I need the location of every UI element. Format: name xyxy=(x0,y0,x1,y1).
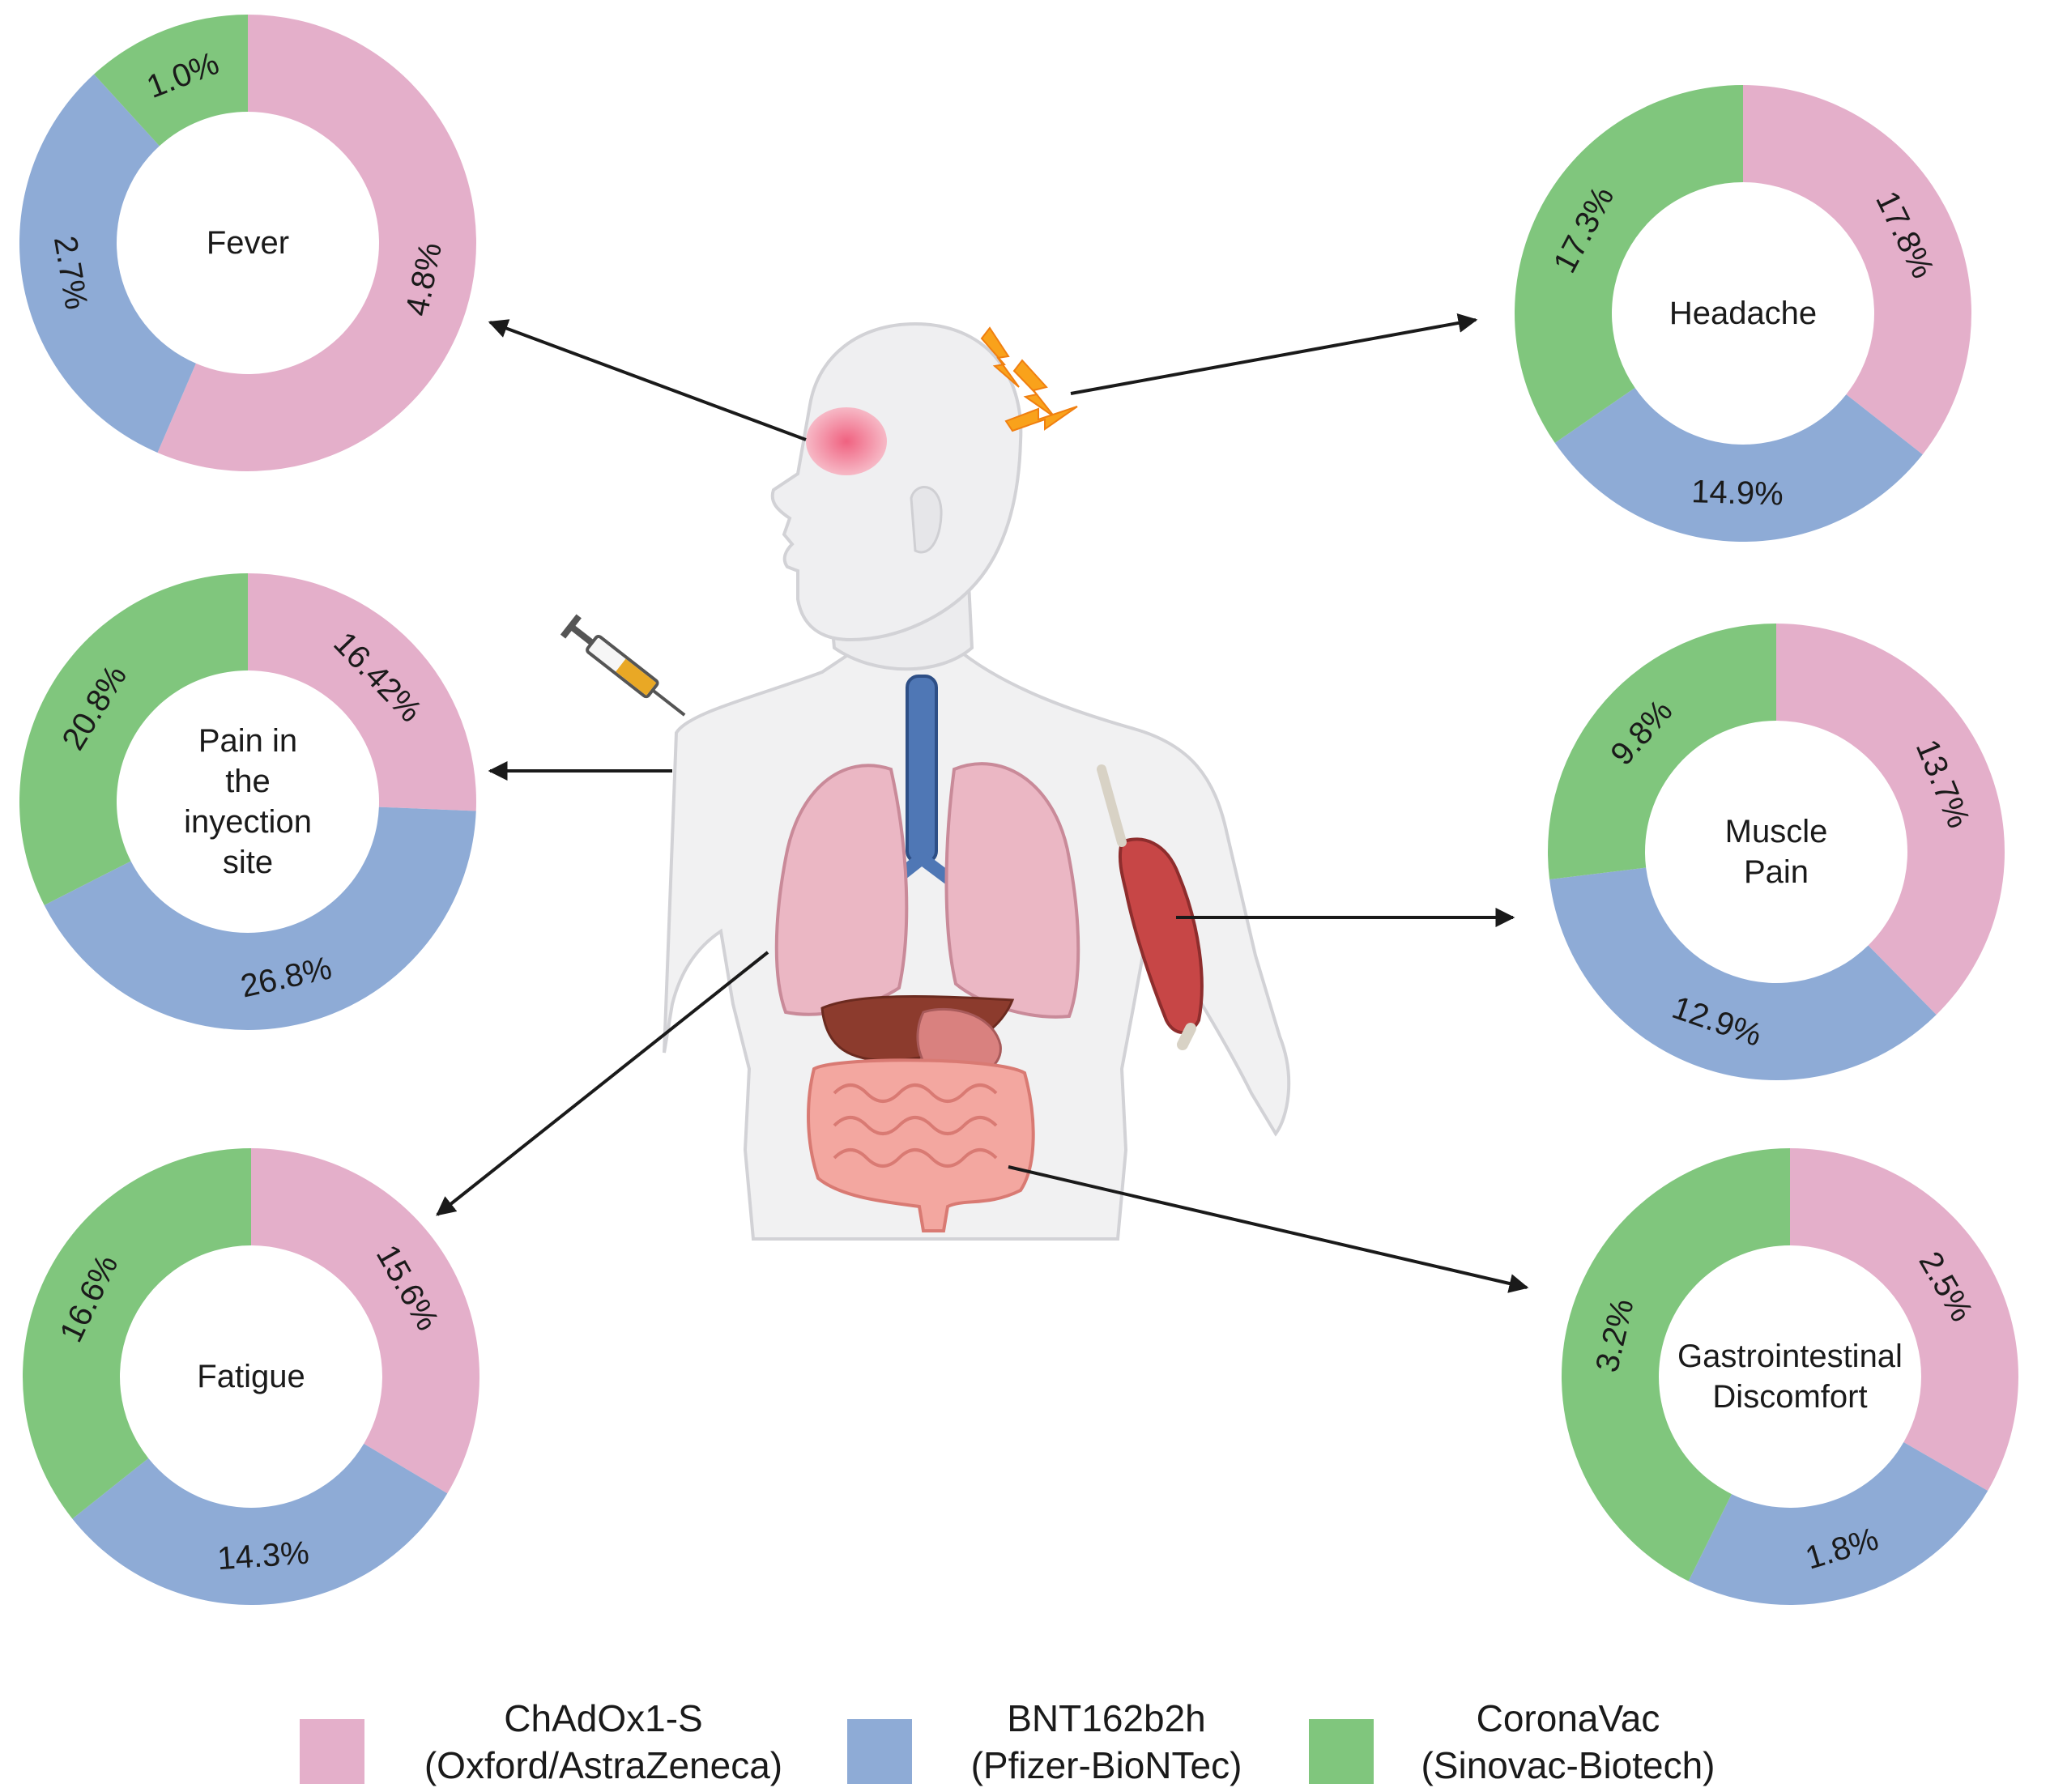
muscle-icon xyxy=(1097,764,1204,1050)
donut-slice-coronavac xyxy=(1561,1148,1790,1581)
legend-swatch-chadox xyxy=(300,1719,364,1784)
intestine-folds xyxy=(833,1083,998,1168)
donut-fever: 4.8%2.7%1.0%Fever xyxy=(19,15,477,471)
lightning-icon xyxy=(980,326,1078,432)
legend-label-bnt-name: BNT162b2h xyxy=(1007,1697,1206,1739)
legend-label-chadox-name: ChAdOx1-S xyxy=(504,1697,703,1739)
donut-slice-bnt xyxy=(44,807,476,1030)
donut-slice-coronavac xyxy=(22,1148,252,1519)
donut-slice-coronavac xyxy=(19,573,249,905)
syringe-icon xyxy=(560,614,686,717)
arrows xyxy=(436,313,1529,1293)
donut-charts: 4.8%2.7%1.0%Fever 17.8%14.9%17.3%Headache… xyxy=(19,15,2018,1605)
donut-value-label: 14.9% xyxy=(1691,474,1784,513)
donut-slice-coronavac xyxy=(94,15,249,147)
legend-swatch-coronavac xyxy=(1309,1719,1374,1784)
legend: ChAdOx1-S (Oxford/AstraZeneca) BNT162b2h… xyxy=(0,1680,2050,1792)
legend-swatch-bnt xyxy=(847,1719,912,1784)
donut-slice-chadox xyxy=(248,573,476,811)
human-body-illustration xyxy=(560,321,1291,1241)
donut-slice-bnt xyxy=(72,1443,448,1605)
donut-headache: 17.8%14.9%17.3%Headache xyxy=(1515,85,1971,542)
arrow-fatigue xyxy=(436,951,769,1216)
left-lung-shape xyxy=(774,764,909,1016)
intestine-shape xyxy=(807,1058,1035,1232)
donut-slice-coronavac xyxy=(1548,624,1776,879)
legend-label-coronavac-maker: (Sinovac-Biotech) xyxy=(1421,1744,1715,1786)
donut-value-label: 14.3% xyxy=(216,1535,310,1577)
donut-slice-coronavac xyxy=(1515,85,1743,443)
arrow-headache xyxy=(1070,313,1478,395)
ear-shape xyxy=(910,486,943,554)
legend-item-chadox: ChAdOx1-S (Oxford/AstraZeneca) xyxy=(300,1680,818,1792)
head-shape xyxy=(770,321,1023,642)
donut-slice-bnt xyxy=(1688,1442,1988,1605)
donut-slice-chadox xyxy=(157,15,477,471)
legend-label-coronavac-name: CoronaVac xyxy=(1476,1697,1660,1739)
donut-slice-chadox xyxy=(1790,1148,2018,1491)
donut-slice-chadox xyxy=(251,1148,480,1494)
right-lung-shape xyxy=(944,762,1080,1019)
donut-slice-bnt xyxy=(1549,867,1937,1080)
donut-slice-chadox xyxy=(1743,85,1971,455)
donut-slice-chadox xyxy=(1776,624,2005,1015)
donut-slice-bnt xyxy=(1554,387,1923,542)
donut-slice-bnt xyxy=(19,74,196,453)
legend-label-chadox-maker: (Oxford/AstraZeneca) xyxy=(424,1744,783,1786)
arrow-fever xyxy=(488,319,807,441)
donut-center-title: Fatigue xyxy=(197,1359,305,1394)
donut-fatigue: 15.6%14.3%16.6%Fatigue xyxy=(22,1148,480,1605)
fever-glow xyxy=(806,407,887,475)
arrow-gastro xyxy=(1008,1165,1529,1293)
legend-item-coronavac: CoronaVac (Sinovac-Biotech) xyxy=(1309,1680,1762,1792)
donut-center-title: Headache xyxy=(1669,296,1817,331)
legend-item-bnt: BNT162b2h (Pfizer-BioNTec) xyxy=(847,1680,1285,1792)
donut-center-title: Fever xyxy=(207,225,289,261)
legend-label-bnt-maker: (Pfizer-BioNTec) xyxy=(970,1744,1242,1786)
